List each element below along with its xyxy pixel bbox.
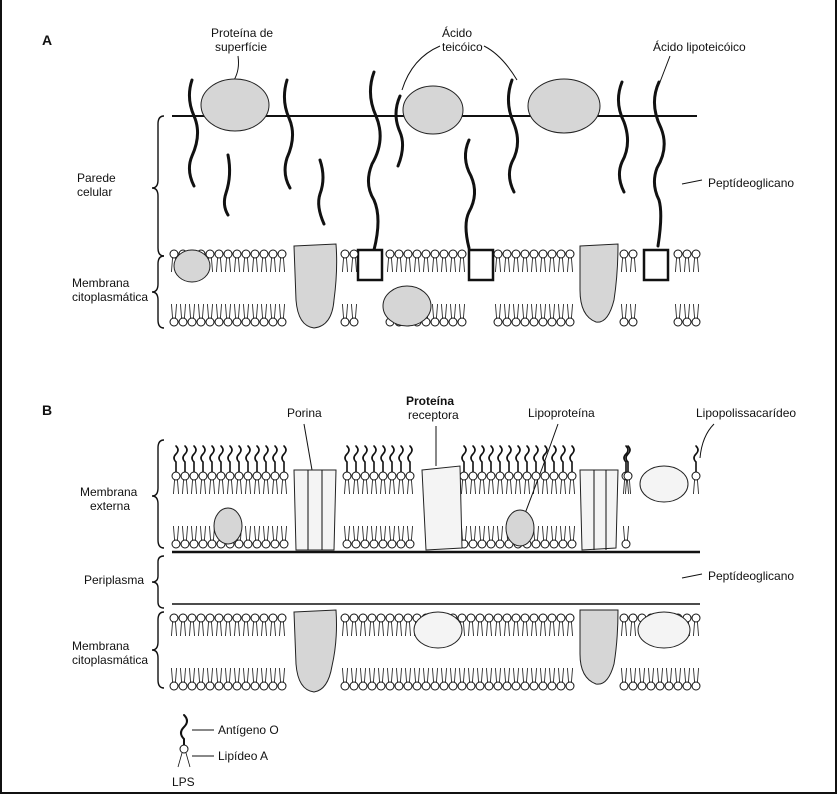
transmembrane-protein	[294, 610, 337, 692]
teichoic-chain	[224, 155, 229, 215]
membrane-b-label-2: citoplasmática	[72, 653, 148, 667]
cytoplasmic-membrane-a	[170, 250, 700, 326]
surface-protein	[528, 79, 600, 133]
outer-membrane-brace	[152, 440, 164, 548]
surface-protein-label-2: superfície	[215, 40, 267, 54]
lps-legend-symbol	[178, 715, 190, 767]
membrane-b-brace	[152, 612, 164, 688]
teichoic-chain	[189, 80, 197, 186]
outer-membrane-label-2: externa	[90, 499, 130, 513]
membrane-a-brace	[152, 256, 164, 328]
membrane-protein	[638, 612, 690, 648]
lipoprotein	[506, 510, 534, 546]
teichoic-leader-2	[484, 46, 517, 80]
outer-membrane-protein	[214, 508, 242, 544]
membrane-protein	[414, 612, 462, 648]
o-antigen-label: Antígeno O	[218, 723, 279, 737]
teichoic-acid-label-2: teicóico	[442, 40, 483, 54]
peptidoglycan-a-label: Peptídeoglicano	[708, 176, 794, 190]
cell-wall-brace	[152, 116, 164, 256]
peptidoglycan-a-leader	[682, 180, 702, 184]
lps-label: Lipopolissacarídeo	[696, 406, 796, 420]
teichoic-chain	[319, 160, 324, 224]
teichoic-chain	[396, 96, 403, 166]
outer-membrane-protein	[640, 466, 688, 502]
porin-leader	[304, 424, 312, 470]
panel-b-label: B	[42, 402, 52, 418]
membrane-protein	[383, 286, 431, 326]
lps-legend-label: LPS	[172, 775, 195, 789]
surface-protein-label-1: Proteína de	[211, 26, 273, 40]
membrane-a-label-2: citoplasmática	[72, 290, 148, 304]
porin-label: Porina	[287, 406, 322, 420]
surface-protein	[403, 86, 463, 134]
lipoprotein-label: Lipoproteína	[528, 406, 595, 420]
outer-membrane-label-1: Membrana	[80, 485, 138, 499]
peptidoglycan-b-leader	[682, 574, 702, 578]
periplasm-brace	[152, 556, 164, 608]
anchor-box	[469, 250, 493, 280]
transmembrane-protein	[294, 244, 337, 328]
surface-protein	[201, 79, 269, 131]
porin-protein	[580, 470, 618, 550]
porin-protein	[294, 470, 336, 550]
cell-wall-label-1: Parede	[77, 171, 116, 185]
cell-wall-label-2: celular	[77, 185, 112, 199]
surface-protein-leader	[234, 56, 239, 80]
lipoteichoic-chain	[654, 82, 664, 246]
teichoic-chain	[465, 140, 474, 248]
teichoic-chain	[368, 72, 380, 250]
lipoprotein-leader	[524, 424, 558, 516]
receptor-protein-label-1: Proteína	[406, 394, 454, 408]
teichoic-acid-label-1: Ácido	[442, 25, 472, 40]
peptidoglycan-b-label: Peptídeoglicano	[708, 569, 794, 583]
receptor-protein	[422, 466, 462, 550]
anchor-box	[358, 250, 382, 280]
lipid-a-label: Lipídeo A	[218, 749, 268, 763]
lipoteichoic-leader	[660, 56, 670, 82]
panel-a-label: A	[42, 32, 52, 48]
membrane-protein	[174, 250, 210, 282]
transmembrane-protein	[580, 244, 618, 322]
teichoic-chain	[618, 82, 627, 192]
anchor-box	[644, 250, 668, 280]
teichoic-leader-1	[402, 46, 440, 90]
teichoic-chain	[284, 80, 292, 188]
periplasm-label: Periplasma	[84, 573, 144, 587]
membrane-a-label-1: Membrana	[72, 276, 130, 290]
transmembrane-protein	[580, 610, 618, 684]
teichoic-chain	[508, 80, 517, 192]
membrane-b-label-1: Membrana	[72, 639, 130, 653]
receptor-protein-label-2: receptora	[408, 408, 459, 422]
lipoteichoic-acid-label: Ácido lipoteicóico	[653, 39, 746, 54]
lps-leader	[700, 424, 714, 458]
